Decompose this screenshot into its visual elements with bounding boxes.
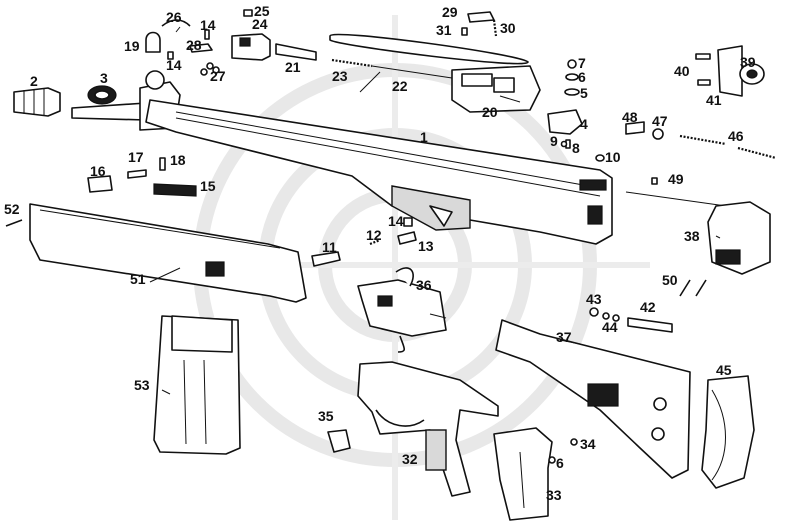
part-safety-lever [327, 429, 351, 453]
label-part-26: 26 [166, 9, 182, 25]
label-part-53: 53 [134, 377, 150, 393]
label-part-21: 21 [285, 59, 301, 75]
part-42-44 [589, 307, 673, 333]
part-bolt-carrier [329, 33, 541, 113]
part-34-6 [548, 438, 578, 464]
part-small-upper-group [145, 9, 317, 76]
part-buffer-housing [625, 177, 771, 275]
leader-lines [149, 26, 721, 395]
part-number-labels: 1 2 3 4 5 6 7 8 9 10 11 12 13 14 14 14 1… [4, 3, 756, 503]
part-29-31 [461, 11, 498, 37]
label-part-7: 7 [578, 55, 586, 71]
label-part-29: 29 [442, 4, 458, 20]
part-flash-hider [13, 87, 61, 117]
label-part-14-lower: 14 [388, 213, 404, 229]
part-magazine [153, 315, 241, 455]
label-part-30: 30 [500, 20, 516, 36]
part-trigger-group [357, 267, 447, 353]
label-part-14-top: 14 [200, 17, 216, 33]
label-part-10: 10 [605, 149, 621, 165]
part-pins-50 [679, 279, 707, 297]
label-part-1: 1 [420, 129, 428, 145]
part-buttstock [495, 319, 691, 479]
label-part-16: 16 [90, 163, 106, 179]
part-butt-plate [701, 375, 755, 489]
label-part-49: 49 [668, 171, 684, 187]
label-part-6-lower: 6 [556, 455, 564, 471]
label-part-37: 37 [556, 329, 572, 345]
label-part-27: 27 [210, 68, 226, 84]
label-part-23: 23 [332, 68, 348, 84]
label-part-38: 38 [684, 228, 700, 244]
label-part-24: 24 [252, 16, 268, 32]
label-part-2: 2 [30, 73, 38, 89]
label-part-44: 44 [602, 319, 618, 335]
label-part-18: 18 [170, 152, 186, 168]
part-4-10 [547, 59, 605, 162]
label-part-48: 48 [622, 109, 638, 125]
label-part-39: 39 [740, 54, 756, 70]
part-screw-52 [5, 219, 23, 227]
part-rear-sight [695, 45, 765, 97]
part-11-14 [311, 217, 417, 267]
label-part-12: 12 [366, 227, 382, 243]
label-part-4: 4 [580, 116, 588, 132]
label-part-28: 28 [186, 37, 202, 53]
label-part-50: 50 [662, 272, 678, 288]
label-part-8: 8 [572, 140, 580, 156]
label-part-47: 47 [652, 113, 668, 129]
label-part-17: 17 [128, 149, 144, 165]
label-part-14-left: 14 [166, 57, 182, 73]
label-part-34: 34 [580, 436, 596, 452]
label-part-40: 40 [674, 63, 690, 79]
label-part-36: 36 [416, 277, 432, 293]
label-part-32: 32 [402, 451, 418, 467]
label-part-6: 6 [578, 69, 586, 85]
label-part-41: 41 [706, 92, 722, 108]
part-cocking-group [87, 157, 197, 197]
label-part-13: 13 [418, 238, 434, 254]
label-part-31: 31 [436, 22, 452, 38]
label-part-20: 20 [482, 104, 498, 120]
label-part-25: 25 [254, 3, 270, 19]
label-part-19: 19 [124, 38, 140, 54]
label-part-46: 46 [728, 128, 744, 144]
label-part-15: 15 [200, 178, 216, 194]
part-ring [87, 85, 117, 105]
part-trigger-housing [357, 361, 499, 497]
label-part-51: 51 [130, 271, 146, 287]
part-handguard [29, 203, 307, 303]
label-part-3: 3 [100, 70, 108, 86]
label-part-42: 42 [640, 299, 656, 315]
label-part-33: 33 [546, 487, 562, 503]
part-recoil-spring [625, 121, 777, 160]
label-part-9: 9 [550, 133, 558, 149]
label-part-11: 11 [322, 239, 337, 255]
label-part-35: 35 [318, 408, 334, 424]
label-part-45: 45 [716, 362, 732, 378]
label-part-52: 52 [4, 201, 20, 217]
label-part-5: 5 [580, 85, 588, 101]
label-part-22: 22 [392, 78, 408, 94]
label-part-43: 43 [586, 291, 602, 307]
part-receiver [71, 70, 613, 245]
part-pistol-grip [493, 427, 553, 521]
